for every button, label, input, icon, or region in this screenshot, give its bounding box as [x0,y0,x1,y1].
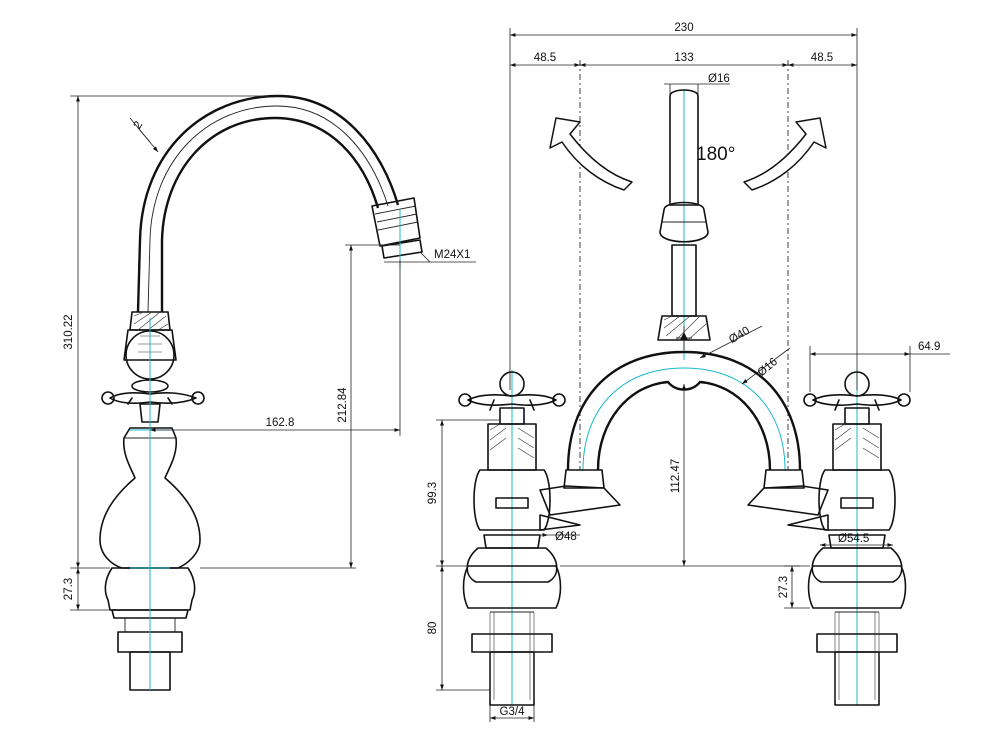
front-view: 230 48.5 133 48.5 Ø16 180° [427,22,950,722]
side-handle [101,379,205,423]
dim-base-dia-left: Ø48 [555,531,577,543]
dim-right-offset: 48.5 [811,52,833,64]
dim-base-height-right: 27.3 [778,576,790,598]
rotation-arrow-left [549,117,633,191]
dim-shank-length: 80 [427,622,439,635]
dim-overall-height: 310.22 [63,314,75,349]
spout-inner [160,116,380,312]
dim-base-height-side: 27.3 [63,578,75,600]
dim-spout-reach: 162.8 [266,417,295,429]
dim-base-to-handle: 99.3 [427,482,439,504]
dim-base-dia-right: Ø54.5 [838,533,869,545]
label-nozzle-thread: M24X1 [434,249,470,261]
dim-handle-span: 64.9 [918,341,940,353]
side-view: 310.22 27.3 212.84 162.8 M24X1 2 [63,94,476,691]
dim-spout-pipe-dia: Ø16 [708,73,730,85]
dim-center-spacing: 133 [674,52,693,64]
dim-left-offset: 48.5 [534,52,556,64]
nozzle [371,197,423,259]
rotation-arrow-right [743,117,827,191]
dim-overall-width: 230 [674,22,693,34]
dim-arch-height: 112.47 [670,459,682,493]
spout-outer [136,94,400,313]
right-valve [803,371,911,706]
label-rotation: 180° [696,144,735,165]
label-wall-thickness: 2 [132,119,146,131]
dim-spout-height: 212.84 [337,387,349,423]
front-spout [657,89,711,350]
dim-arch-dia: Ø40 [727,325,752,346]
side-base [104,567,196,611]
label-thread: G3/4 [500,706,526,718]
dim-arch-pipe-dia: Ø16 [756,356,780,379]
